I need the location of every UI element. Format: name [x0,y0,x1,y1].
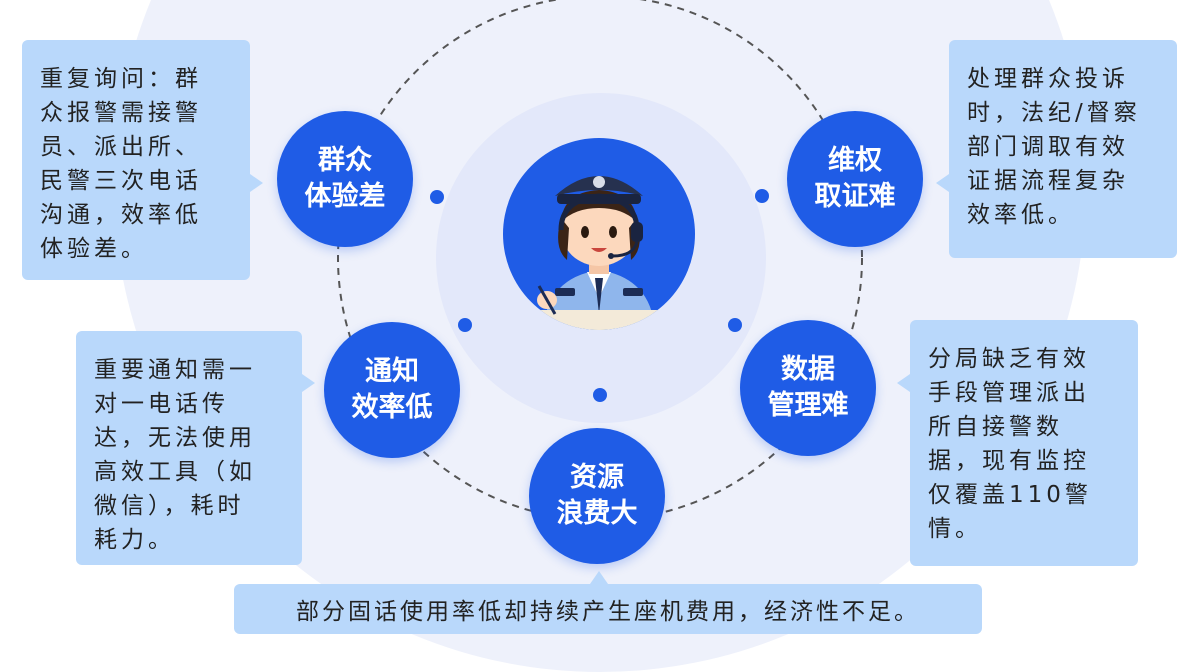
card-data-management: 分局缺乏有效 手段管理派出 所自接警数 据，现有监控 仅覆盖110警 情。 [910,320,1138,566]
node-crowd-experience: 群众 体验差 [277,111,413,247]
node-label: 资源 浪费大 [556,462,638,529]
ring-dot [430,190,444,204]
card-pointer [590,571,608,584]
ring-dot [593,388,607,402]
police-officer-with-headset-icon [503,138,695,330]
card-notification-efficiency: 重要通知需一 对一电话传 达，无法使用 高效工具（如 微信），耗时 耗力。 [76,331,302,565]
node-label: 数据 管理难 [767,354,849,421]
node-rights-evidence: 维权 取证难 [787,111,923,247]
ring-dot [458,318,472,332]
card-pointer [250,174,263,192]
node-label: 通知 效率低 [351,356,433,423]
card-resource-waste: 部分固话使用率低却持续产生座机费用，经济性不足。 [234,584,982,634]
card-pointer [302,374,315,392]
ring-dot [728,318,742,332]
card-crowd-experience: 重复询问：群 众报警需接警 员、派出所、 民警三次电话 沟通，效率低 体验差。 [22,40,250,280]
card-pointer [897,374,910,392]
card-rights-evidence: 处理群众投诉 时，法纪/督察 部门调取有效 证据流程复杂 效率低。 [949,40,1177,258]
node-resource-waste: 资源 浪费大 [529,428,665,564]
card-pointer [936,174,949,192]
ring-dot [755,189,769,203]
node-label: 维权 取证难 [814,145,896,212]
node-label: 群众 体验差 [304,145,386,212]
node-notification-efficiency: 通知 效率低 [324,322,460,458]
card-text: 部分固话使用率低却持续产生座机费用，经济性不足。 [296,599,920,625]
node-data-management: 数据 管理难 [740,320,876,456]
dashed-ring [337,0,863,521]
